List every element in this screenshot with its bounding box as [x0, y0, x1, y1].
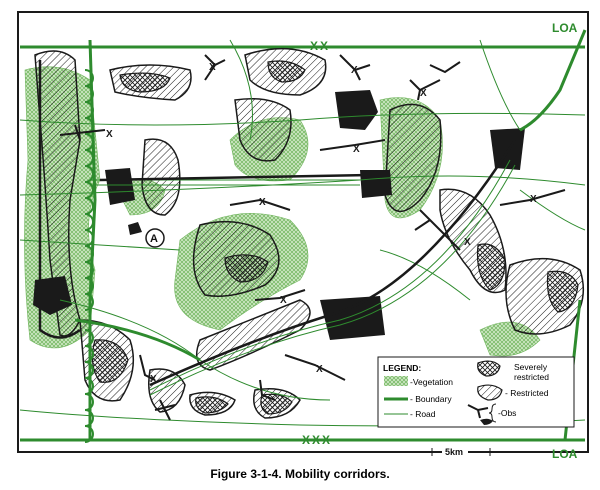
built-up-areas [33, 90, 525, 340]
legend-restricted-label: - Restricted [505, 388, 549, 398]
severely-restricted-areas [91, 60, 579, 415]
scale-label: 5km [445, 447, 463, 457]
legend-obs-label: -Obs [498, 408, 516, 418]
svg-text:X: X [420, 88, 427, 99]
svg-text:X: X [259, 197, 266, 208]
legend-severely-restricted-line2: restricted [514, 372, 549, 382]
objective-a-label: A [150, 233, 158, 245]
legend-severely-restricted-swatch [477, 360, 501, 377]
legend-severely-restricted-line1: Severely [514, 362, 548, 372]
svg-text:X: X [530, 194, 537, 205]
boundary-marker-top: XX [310, 39, 330, 53]
loa-label-top: LOA [552, 21, 578, 35]
svg-text:X: X [353, 144, 360, 155]
corridors [38, 60, 517, 387]
legend-boundary-label: - Boundary [410, 394, 452, 404]
legend-obs-bracket [488, 403, 497, 423]
legend-vegetation-swatch [384, 376, 408, 386]
legend-box [377, 356, 575, 428]
svg-text:X: X [106, 129, 113, 140]
svg-text:X: X [351, 65, 358, 76]
svg-text:X: X [316, 364, 323, 375]
legend-road-label: - Road [410, 409, 436, 419]
svg-text:X: X [464, 237, 471, 248]
legend-obs-swatch [467, 404, 489, 419]
scalloped-boundary [84, 69, 94, 443]
legend-obs-blob [480, 418, 493, 425]
legend: LEGEND: -Vegetation - Boundary - Road Se… [377, 356, 575, 428]
obstacle-x-marks: X X X X X X X X X X X [106, 62, 537, 385]
loa-label-bottom: LOA [552, 447, 578, 461]
svg-text:X: X [150, 374, 157, 385]
objective-a-marker [145, 228, 165, 248]
map-frame [17, 11, 589, 453]
legend-vegetation-label: -Vegetation [410, 377, 453, 387]
boundary-marker-bottom: XXX [302, 433, 332, 447]
svg-text:X: X [280, 295, 287, 306]
svg-text:X: X [209, 62, 216, 73]
legend-restricted-swatch [477, 384, 503, 401]
scale-bar: 5km [431, 446, 491, 457]
figure-caption: Figure 3-1-4. Mobility corridors. [210, 467, 389, 481]
obstacles [59, 54, 566, 421]
legend-title: LEGEND: [383, 363, 421, 373]
